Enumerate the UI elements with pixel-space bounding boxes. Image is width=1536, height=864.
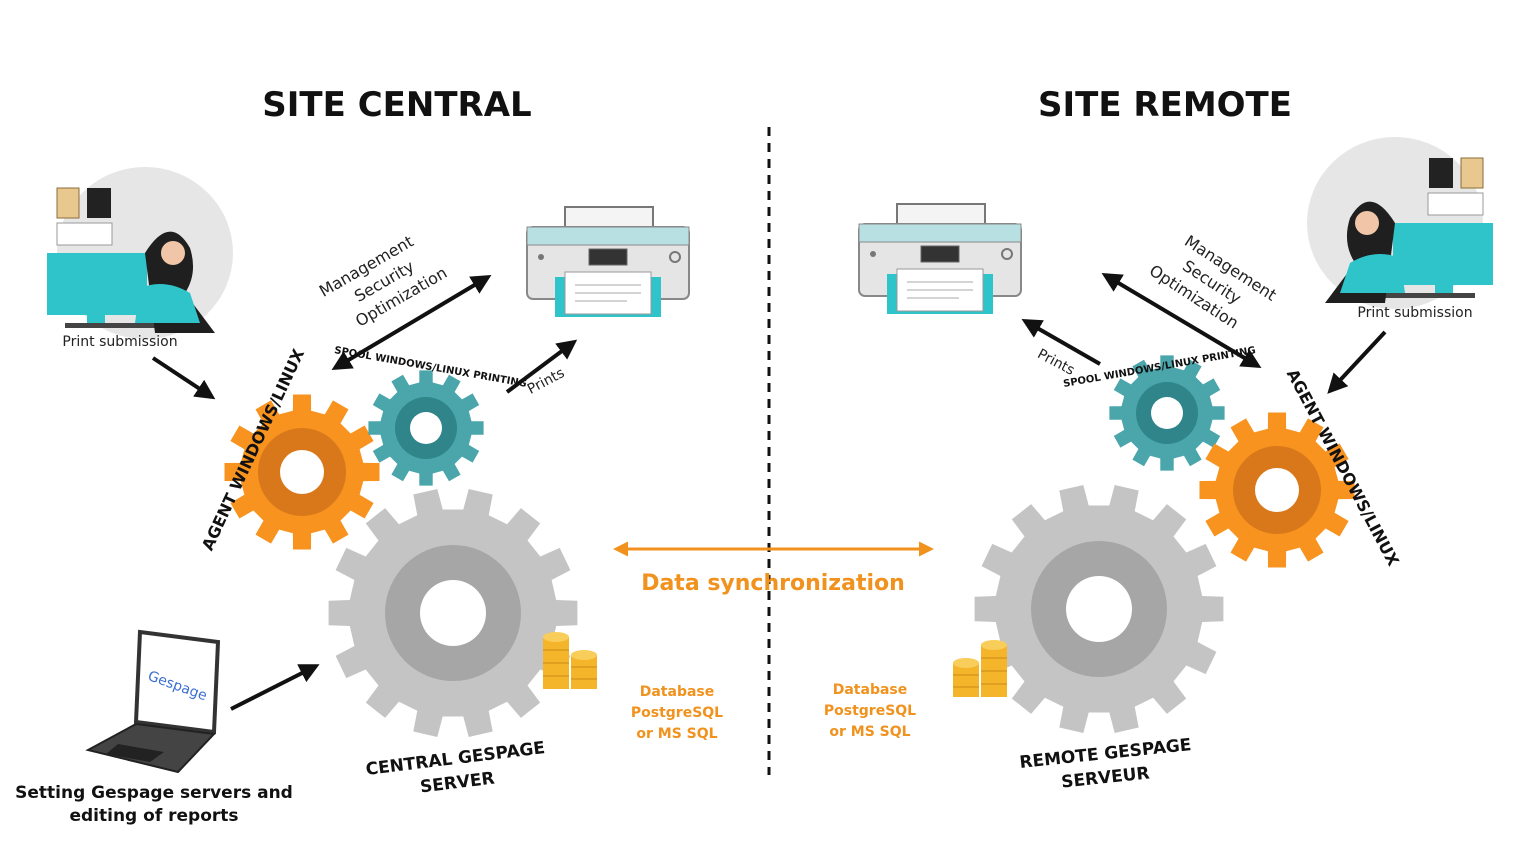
- arrow-icon: [1021, 319, 1101, 366]
- prints-label-central: Prints: [525, 365, 567, 398]
- print-submission-label-central: Print submission: [62, 334, 177, 350]
- management-labels-remote: Management Security Optimization: [1146, 231, 1280, 332]
- user-at-desk-icon: [1307, 137, 1493, 309]
- user-at-desk-icon: [47, 167, 233, 339]
- setting-label-line1: Setting Gespage servers and: [15, 783, 293, 803]
- database-coins-icon: [543, 632, 597, 689]
- printer-icon: [526, 206, 690, 317]
- prints-label-remote: Prints: [1035, 346, 1077, 379]
- arrow-icon: [151, 356, 216, 400]
- database-label-central-line3: or MS SQL: [636, 726, 717, 742]
- arrow-icon: [1327, 330, 1387, 394]
- printer-icon: [858, 203, 1022, 314]
- gear-icon: [1109, 355, 1225, 471]
- database-label-remote-line1: Database: [833, 682, 908, 698]
- laptop-icon: Gespage: [85, 629, 221, 774]
- arrow-icon: [230, 664, 320, 711]
- database-coins-icon: [953, 640, 1007, 697]
- gear-icon: [224, 394, 380, 550]
- gear-icon: [1199, 412, 1355, 568]
- site-central-title: SITE CENTRAL: [262, 85, 531, 125]
- gear-icon: [328, 489, 578, 737]
- management-labels-central: Management Security Optimization: [316, 232, 450, 331]
- database-label-remote-line3: or MS SQL: [829, 724, 910, 740]
- database-label-central-line1: Database: [640, 684, 715, 700]
- data-sync-label: Data synchronization: [641, 571, 905, 596]
- arrow-icon: [1101, 272, 1262, 369]
- print-submission-label-remote: Print submission: [1357, 305, 1472, 321]
- remote-server-label-line2: SERVEUR: [1060, 763, 1150, 792]
- gear-icon: [974, 485, 1224, 733]
- gear-icon: [368, 370, 484, 486]
- arrow-icon: [331, 274, 492, 371]
- central-server-label-line2: SERVER: [419, 769, 496, 798]
- database-label-remote-line2: PostgreSQL: [824, 703, 916, 719]
- database-label-central-line2: PostgreSQL: [631, 705, 723, 721]
- site-remote-title: SITE REMOTE: [1038, 85, 1292, 125]
- setting-label-line2: editing of reports: [69, 806, 238, 826]
- arrow-icon: [505, 339, 578, 394]
